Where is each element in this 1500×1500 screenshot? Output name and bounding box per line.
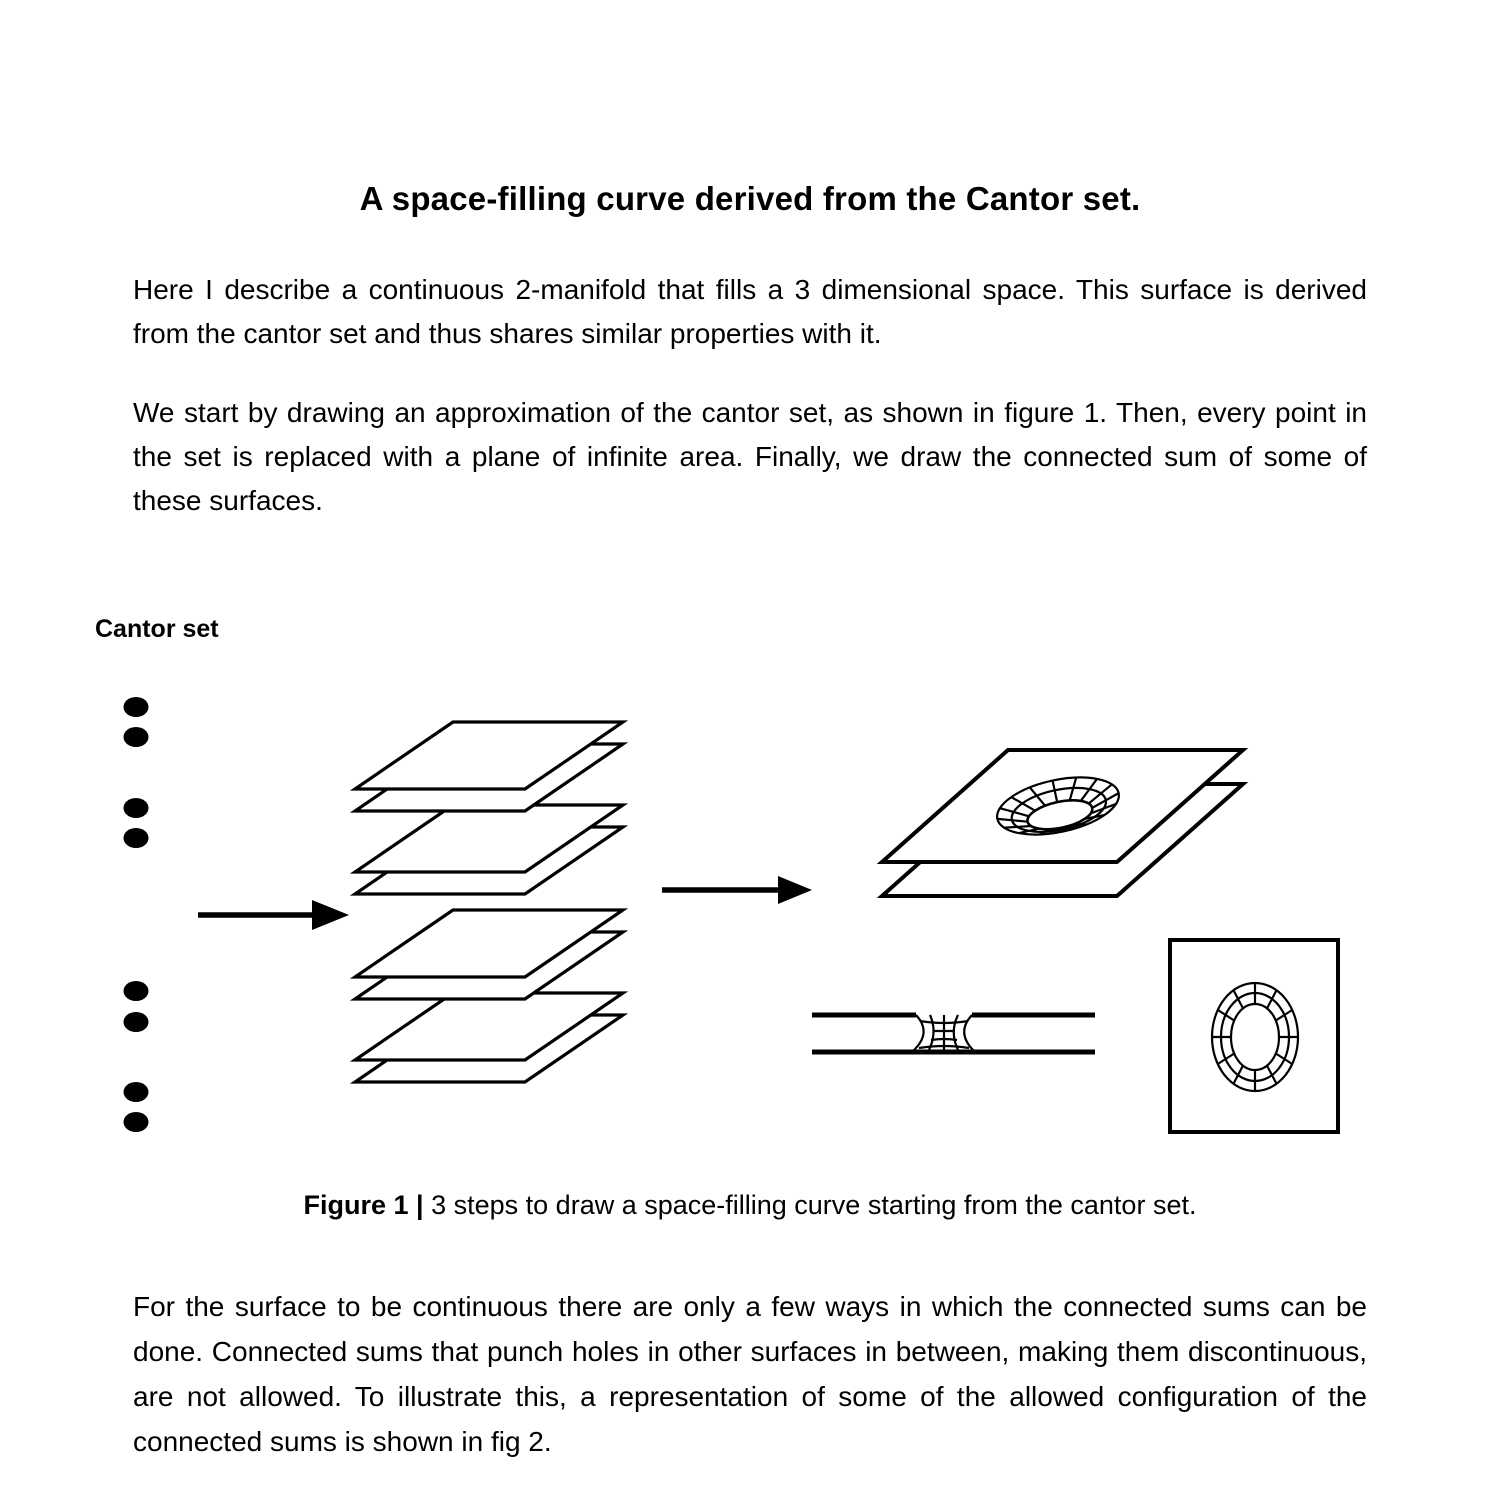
step2-arrow-icon (662, 876, 812, 904)
page-title: A space-filling curve derived from the C… (359, 180, 1141, 217)
ring-mesh (1210, 981, 1300, 1093)
tunnel-mesh (911, 1014, 976, 1053)
paragraph-intro: Here I describe a continuous 2-manifold … (133, 274, 1367, 349)
paragraph-rules: For the surface to be continuous there a… (133, 1291, 1367, 1457)
figure-caption-label: Figure 1 | (303, 1190, 424, 1220)
figure-caption: Figure 1 | 3 steps to draw a space-filli… (133, 1190, 1367, 1221)
figure-label-cantor-set: Cantor set (95, 615, 219, 643)
connected-planes-3d (876, 748, 1249, 898)
step1-arrow-icon (198, 900, 349, 930)
wormhole-crater-mesh (996, 776, 1120, 836)
figure-caption-text: 3 steps to draw a space-filling curve st… (423, 1190, 1197, 1220)
cantor-set-dots (123, 697, 149, 1132)
connected-sum-side-view (812, 1012, 1095, 1055)
connected-sum-top-view-box (1168, 938, 1340, 1134)
plane-stack (353, 720, 625, 1084)
figure-1-drawing (123, 697, 1340, 1134)
paragraph-construction: We start by drawing an approximation of … (133, 397, 1367, 516)
